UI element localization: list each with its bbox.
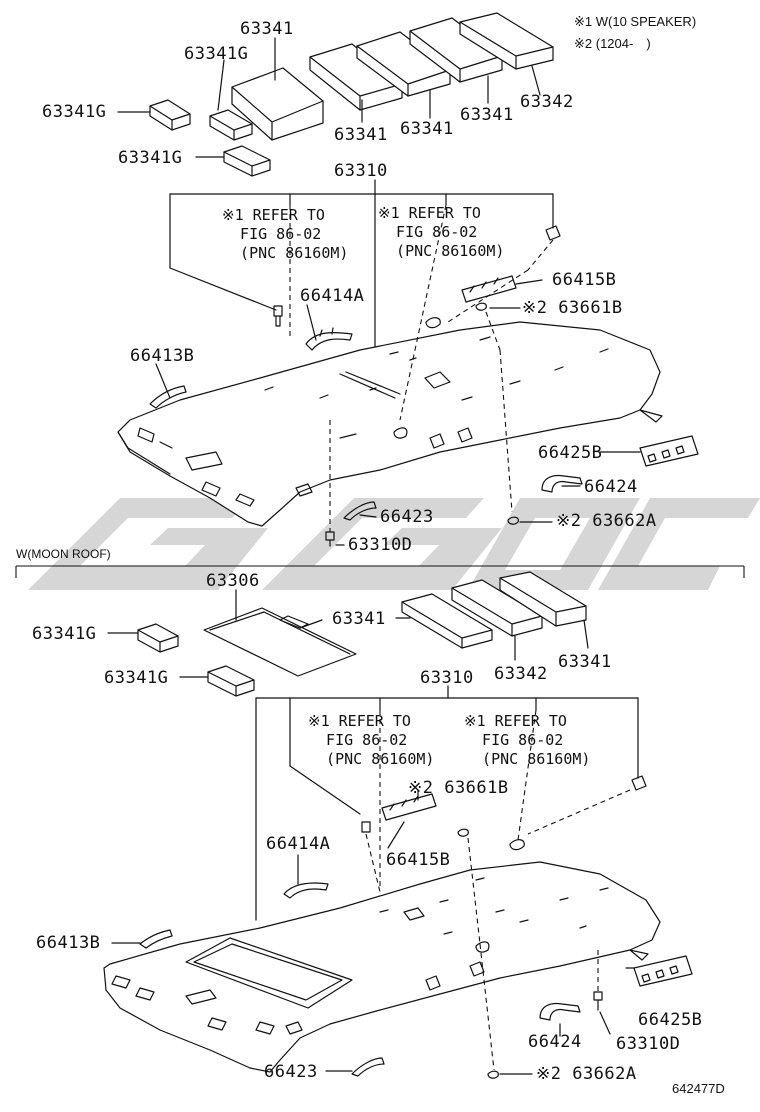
handle-66415B-b <box>381 793 437 821</box>
part-label-66423[interactable]: 66423 <box>380 507 434 527</box>
part-label-63341G[interactable]: 63341G <box>104 668 169 688</box>
part-label-66425B[interactable]: 66425B <box>538 443 603 463</box>
refer-note-fig-86-02: ※1 REFER TO FIG 86-02 (PNC 86160M) <box>464 712 591 768</box>
part-label-66415B[interactable]: 66415B <box>552 270 617 290</box>
part-label-63341G[interactable]: 63341G <box>42 102 107 122</box>
hook-66413B-b <box>139 929 173 949</box>
screw-63310D-a <box>325 531 335 547</box>
pad-63342 <box>459 12 554 70</box>
part-label-63341G[interactable]: 63341G <box>184 44 249 64</box>
part-label-63341[interactable]: 63341 <box>558 652 612 672</box>
pad-63341-a <box>231 67 324 141</box>
refer-note-fig-86-02: ※1 REFER TO FIG 86-02 (PNC 86160M) <box>308 712 435 768</box>
watermark-logo <box>28 498 760 590</box>
hook-66414A-a <box>305 331 353 351</box>
part-label-63306[interactable]: 63306 <box>206 571 260 591</box>
part-label-63341G[interactable]: 63341G <box>118 148 183 168</box>
part-label-63341[interactable]: 63341 <box>400 119 454 139</box>
part-label-66425B[interactable]: 66425B <box>638 1010 703 1030</box>
part-label-63310[interactable]: 63310 <box>334 161 388 181</box>
refer-note-fig-86-02: ※1 REFER TO FIG 86-02 (PNC 86160M) <box>378 204 505 260</box>
clip-c <box>425 317 441 329</box>
part-label-63310D[interactable]: 63310D <box>616 1034 681 1054</box>
clip-b <box>545 225 561 241</box>
hook-66423-a <box>343 501 377 521</box>
part-label-63341[interactable]: 63341 <box>332 609 386 629</box>
pad-63341g-d <box>137 623 179 653</box>
part-label-63310[interactable]: 63310 <box>420 668 474 688</box>
part-label-66424[interactable]: 66424 <box>528 1032 582 1052</box>
hook-66424-b <box>539 1002 581 1021</box>
illustration-code: 642477D <box>672 1081 725 1096</box>
part-label-63310D[interactable]: 63310D <box>348 535 413 555</box>
pad-63341g-e <box>207 665 255 697</box>
section-divider <box>15 565 745 578</box>
note-10-speaker: ※1 W(10 SPEAKER) <box>574 14 697 29</box>
clip-f <box>631 775 647 791</box>
headliner-top <box>117 321 661 527</box>
part-label-63342[interactable]: 63342 <box>494 664 548 684</box>
pad-63341g-a <box>209 109 253 141</box>
screw-63310D-b <box>593 991 603 1011</box>
part-label-63342[interactable]: 63342 <box>520 92 574 112</box>
lamp-66425B-b <box>633 955 693 987</box>
note-production-date: ※2 (1204- ) <box>574 36 651 51</box>
clip-63661B-b <box>457 828 469 837</box>
pad-63341-d <box>409 17 503 83</box>
hook-66413B-a <box>149 385 187 409</box>
handle-66415B-a <box>461 275 517 303</box>
moonroof-panel-63306 <box>203 607 357 677</box>
clip-63661B-a <box>475 302 487 311</box>
section-label-moon-roof: W(MOON ROOF) <box>16 547 111 561</box>
part-label-63661B[interactable]: ※2 63661B <box>522 298 623 318</box>
headliner-bottom <box>103 861 661 1073</box>
pad-63341-b <box>309 43 403 111</box>
part-label-66414A[interactable]: 66414A <box>300 286 365 306</box>
part-label-63661B[interactable]: ※2 63661B <box>408 778 509 798</box>
part-label-66414A[interactable]: 66414A <box>266 834 331 854</box>
clip-a <box>273 305 283 327</box>
part-label-63341[interactable]: 63341 <box>240 19 294 39</box>
clip-d <box>361 821 371 833</box>
part-label-66413B[interactable]: 66413B <box>36 933 101 953</box>
moonroof-opening <box>185 937 353 1009</box>
hook-66424-a <box>541 474 583 493</box>
part-label-63662A[interactable]: ※2 63662A <box>556 511 657 531</box>
pad-63341-e <box>401 593 493 649</box>
pad-63341g-c <box>223 145 271 177</box>
part-label-63341[interactable]: 63341 <box>460 105 514 125</box>
clip-63662A-a <box>507 516 519 525</box>
clip-e <box>509 839 525 851</box>
pad-63341-c <box>356 31 451 97</box>
refer-note-fig-86-02: ※1 REFER TO FIG 86-02 (PNC 86160M) <box>222 206 349 262</box>
clip-63662A-b <box>487 1070 499 1079</box>
part-label-63341[interactable]: 63341 <box>334 125 388 145</box>
pad-63341-f <box>499 571 587 627</box>
part-label-66415B[interactable]: 66415B <box>386 850 451 870</box>
part-label-66424[interactable]: 66424 <box>584 477 638 497</box>
part-label-66413B[interactable]: 66413B <box>130 346 195 366</box>
pad-63341g-b <box>149 99 191 131</box>
part-label-66423[interactable]: 66423 <box>264 1062 318 1082</box>
hook-66414A-b <box>283 882 329 899</box>
lamp-66425B-a <box>639 435 699 467</box>
part-label-63662A[interactable]: ※2 63662A <box>536 1064 637 1084</box>
part-label-63341G[interactable]: 63341G <box>32 624 97 644</box>
hook-66423-b <box>351 1057 385 1077</box>
